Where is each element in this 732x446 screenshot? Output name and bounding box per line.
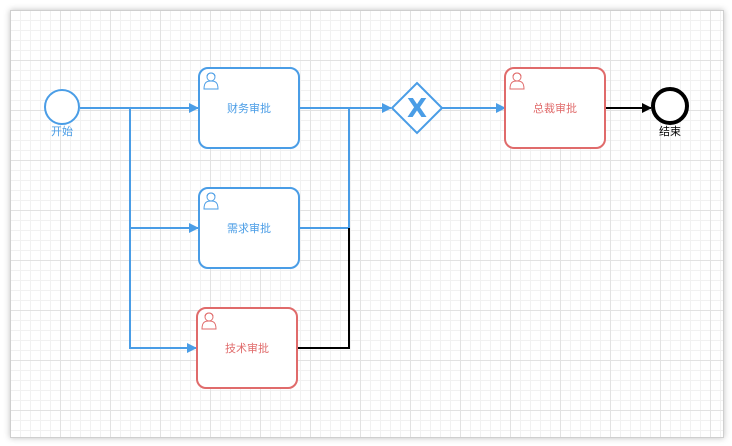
start-event-label: 开始 — [51, 124, 73, 138]
gateway-x-icon: X — [407, 94, 427, 124]
task-requirement-approval[interactable]: 需求审批 — [198, 187, 300, 269]
task-finance-approval[interactable]: 财务审批 — [198, 67, 300, 149]
task-requirement-label: 需求审批 — [227, 221, 271, 235]
end-event-label: 结束 — [659, 125, 681, 138]
task-tech-label: 技术审批 — [225, 341, 269, 355]
end-event[interactable]: 结束 — [651, 87, 689, 138]
task-finance-label: 财务审批 — [227, 101, 271, 115]
task-ceo-approval[interactable]: 总裁审批 — [504, 67, 606, 149]
start-event[interactable]: 开始 — [44, 89, 80, 138]
task-ceo-label: 总裁审批 — [533, 101, 577, 115]
flow-start-to-tech[interactable] — [129, 228, 197, 353]
flow-tech-to-gateway[interactable] — [298, 228, 350, 349]
sequence-flows — [80, 103, 652, 353]
flow-start-to-requirement[interactable] — [129, 108, 199, 233]
exclusive-gateway[interactable]: X — [390, 81, 444, 135]
flow-requirement-to-gateway[interactable] — [299, 108, 350, 229]
task-tech-approval[interactable]: 技术审批 — [196, 307, 298, 389]
